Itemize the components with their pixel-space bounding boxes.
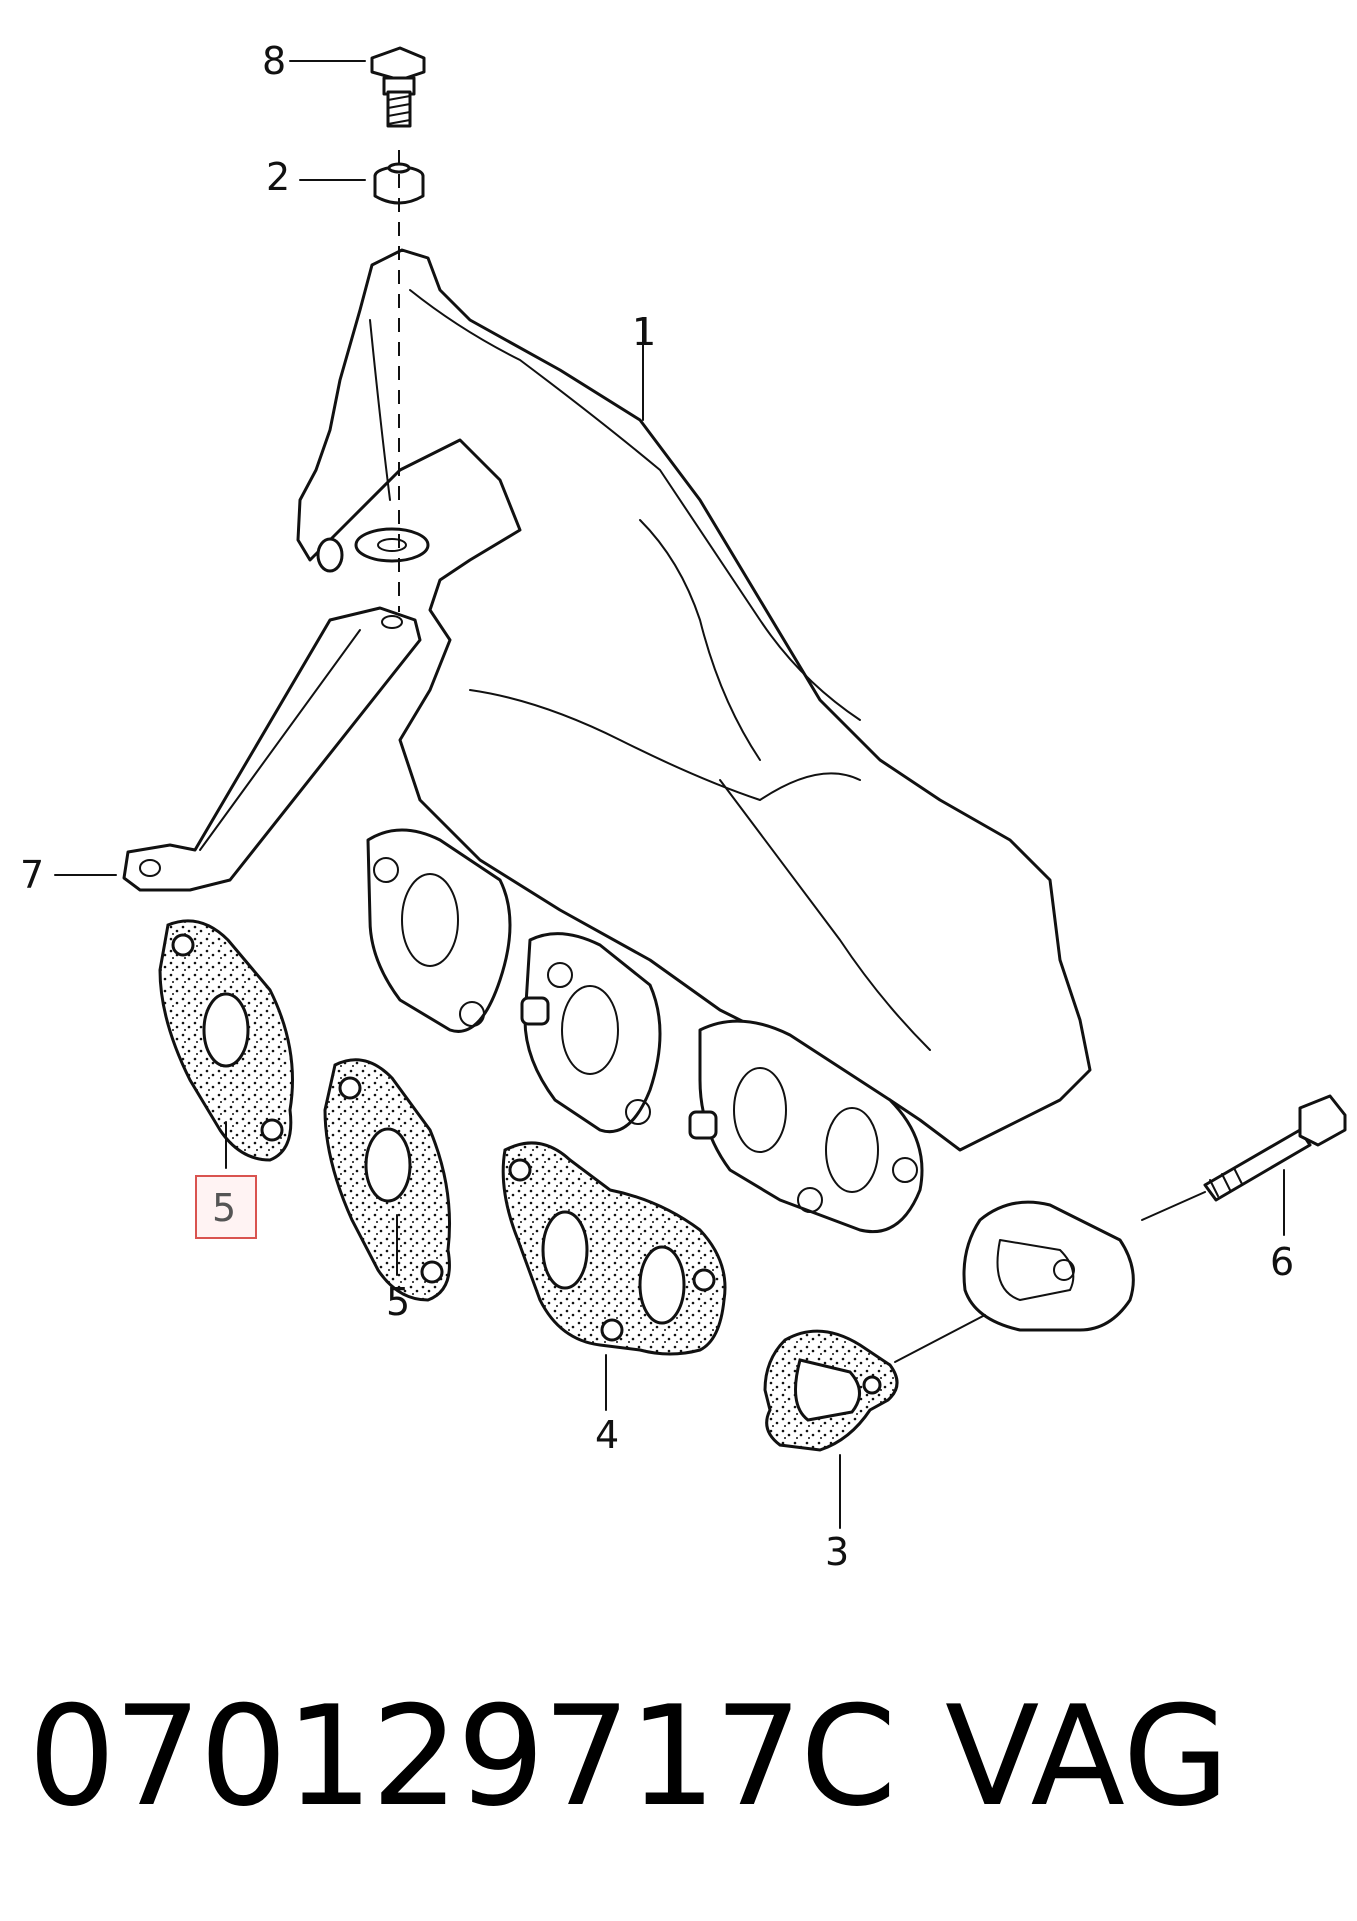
brand-label: VAG — [945, 1676, 1230, 1837]
callout-3: 3 — [825, 1530, 849, 1574]
callout-8: 8 — [262, 39, 286, 83]
part-6-stud-bolt[interactable] — [1141, 1094, 1347, 1221]
manifold-port-1 — [366, 828, 512, 1033]
part-5-gasket-b[interactable] — [323, 1058, 451, 1302]
part-4-gasket-double[interactable] — [501, 1141, 727, 1356]
part-7-bracket[interactable] — [122, 606, 422, 892]
part-2-sleeve[interactable] — [373, 162, 425, 205]
callout-5: 5 — [386, 1280, 410, 1324]
part-3-gasket-outlet[interactable] — [763, 1329, 899, 1452]
part-1-manifold[interactable] — [296, 248, 1092, 1234]
part-8-bolt[interactable] — [370, 46, 426, 128]
manifold-outlet-flange — [962, 1200, 1135, 1332]
part-number-label: 070129717C — [28, 1676, 897, 1837]
callout-1: 1 — [632, 310, 656, 354]
callout-2: 2 — [266, 155, 290, 199]
assembly-axis-3 — [894, 1314, 986, 1363]
highlight-box — [195, 1175, 257, 1239]
manifold-port-2 — [523, 932, 662, 1133]
part-5-gasket-a[interactable] — [158, 919, 294, 1162]
manifold-port-3-4 — [698, 1019, 924, 1234]
callout-7: 7 — [20, 853, 44, 897]
callout-5-highlighted: 5 — [212, 1186, 236, 1230]
callout-4: 4 — [595, 1413, 619, 1457]
callout-6: 6 — [1270, 1240, 1294, 1284]
